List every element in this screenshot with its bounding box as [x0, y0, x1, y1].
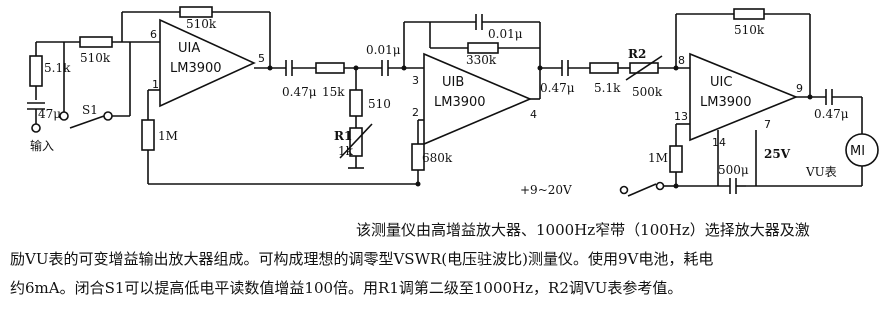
resistor-input — [29, 55, 43, 87]
r-5-1k-label: 5.1k — [594, 81, 621, 95]
meter-label: VU表 — [805, 165, 837, 179]
caption-line-1: 该测量仪由高增益放大器、1000Hz窄带（100Hz）选择放大器及激 — [356, 221, 810, 239]
r-680k-label: 680k — [422, 151, 453, 165]
s1-contact-right — [103, 111, 113, 121]
r-input-label: 5.1k — [44, 61, 71, 75]
u1c-pin-14: 14 — [712, 136, 726, 149]
r1-value-label: 1k — [338, 144, 354, 158]
u1a-pin-6: 6 — [150, 28, 157, 41]
r2-value-label: 500k — [632, 85, 663, 99]
u1c-pin-8: 8 — [678, 54, 685, 67]
resistor-series-510k — [79, 36, 113, 48]
s1-label: S1 — [82, 103, 98, 117]
op-amp-u1b — [423, 52, 533, 146]
r-fb1-label: 510k — [186, 17, 217, 31]
c-001b-label: 0.01μ — [488, 27, 523, 41]
u1b-pin-4: 4 — [530, 108, 537, 121]
u1b-pin-2: 2 — [412, 106, 419, 119]
op-amp-u1c — [689, 52, 799, 142]
c-couple2-label: 0.47μ — [540, 81, 575, 95]
u1a-name: UIA — [178, 41, 200, 56]
u1b-part: LM3900 — [434, 95, 486, 110]
meter-symbol-label: MI — [850, 144, 865, 159]
u1a-pin-1: 1 — [152, 78, 159, 91]
u1c-pin-7: 7 — [764, 118, 771, 131]
u1b-pin-3: 3 — [412, 74, 419, 87]
resistor-feedback-510k — [179, 6, 213, 18]
r-510-label: 510 — [368, 97, 391, 111]
op-amp-u1a — [159, 18, 256, 108]
u1c-pin-13: 13 — [674, 110, 688, 123]
r-series1-label: 510k — [80, 51, 111, 65]
u1c-name: UIC — [710, 75, 732, 90]
c-input-label: 47μ — [38, 107, 61, 121]
resistor-330k — [467, 42, 499, 54]
v25-label: 25V — [764, 147, 791, 161]
r-bias1-label: 1M — [158, 129, 178, 143]
r-15k-label: 15k — [322, 85, 345, 99]
resistor-5-1k — [589, 62, 619, 74]
supply-switch-contact — [655, 181, 665, 191]
resistor-510 — [349, 89, 363, 117]
r-330k-label: 330k — [466, 53, 497, 67]
caption-line-3: 约6mA。闭合S1可以提高低电平读数值增益100倍。用R1调第二级至1000Hz… — [10, 279, 683, 297]
r-bias3-label: 1M — [648, 151, 668, 165]
u1c-pin-9: 9 — [796, 82, 803, 95]
c-couple3-label: 0.47μ — [814, 107, 849, 121]
r1-label: R1 — [334, 129, 352, 143]
caption: 该测量仪由高增益放大器、1000Hz窄带（100Hz）选择放大器及激 励VU表的… — [10, 216, 886, 303]
resistor-feedback-510k-u1c — [733, 8, 765, 20]
circuit-schematic: 5.1k 47μ 输入 510k S1 UIA LM3900 6 1 1M 51… — [27, 6, 879, 197]
caption-line-2: 励VU表的可变增益输出放大器组成。可构成理想的调零型VSWR(电压驻波比)测量仪… — [10, 250, 714, 268]
u1b-name: UIB — [442, 75, 464, 90]
input-label: 输入 — [30, 138, 54, 153]
s1-contact-left — [59, 111, 69, 121]
resistor-bias-1m-u1c — [669, 145, 683, 173]
supply-label: +9~20V — [520, 183, 572, 197]
u1c-part: LM3900 — [700, 95, 752, 110]
resistor-bias-1m — [141, 119, 155, 151]
resistor-15k — [315, 62, 345, 74]
r2-label: R2 — [628, 47, 646, 61]
input-terminal — [31, 123, 41, 133]
r-fb3-label: 510k — [734, 23, 765, 37]
c-couple1-label: 0.47μ — [282, 85, 317, 99]
u1a-pin-5: 5 — [258, 52, 265, 65]
u1a-part: LM3900 — [170, 61, 222, 76]
c-001a-label: 0.01μ — [366, 43, 401, 57]
supply-terminal — [619, 185, 629, 195]
c-500u-label: 500μ — [718, 163, 749, 177]
